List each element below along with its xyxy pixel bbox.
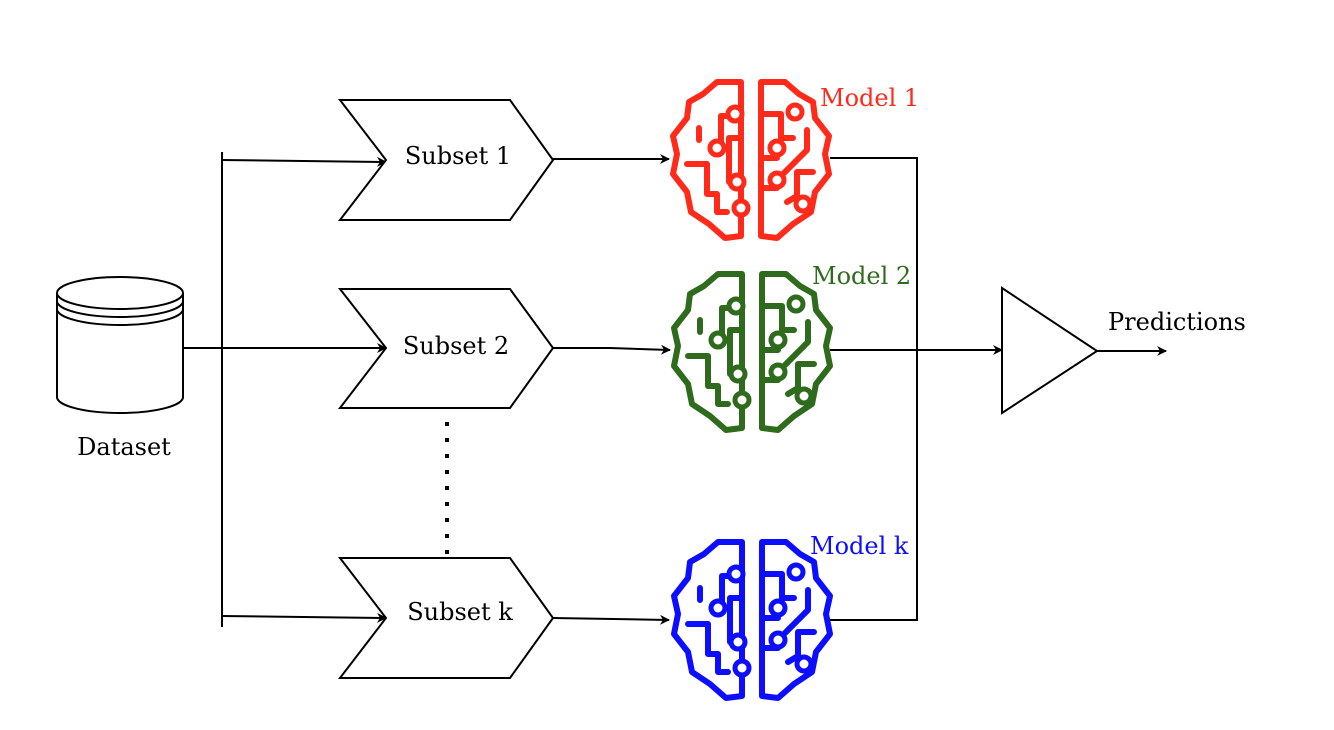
subset-1-shape: Subset 1 bbox=[337, 99, 555, 221]
collection-lines bbox=[830, 157, 1003, 621]
model-k-label: Model k bbox=[810, 532, 909, 560]
subset-to-model-arrows bbox=[552, 154, 671, 625]
distribution-lines bbox=[183, 152, 387, 627]
model-1-brain-icon bbox=[673, 82, 829, 238]
subset-2-label: Subset 2 bbox=[403, 332, 509, 360]
model-2-label: Model 2 bbox=[812, 262, 911, 290]
dataset-cylinder-icon bbox=[56, 276, 184, 414]
subset-k-label: Subset k bbox=[407, 598, 513, 626]
model-k-brain-icon bbox=[674, 542, 830, 698]
dataset-label: Dataset bbox=[77, 433, 171, 461]
predictions-label: Predictions bbox=[1108, 308, 1246, 336]
subset-k-shape: Subset k bbox=[337, 557, 555, 679]
model-1-label: Model 1 bbox=[820, 84, 919, 112]
subset-2-shape: Subset 2 bbox=[337, 288, 555, 409]
aggregator-triangle-icon bbox=[1001, 286, 1099, 415]
model-2-brain-icon bbox=[674, 274, 830, 430]
subset-1-label: Subset 1 bbox=[405, 142, 511, 170]
